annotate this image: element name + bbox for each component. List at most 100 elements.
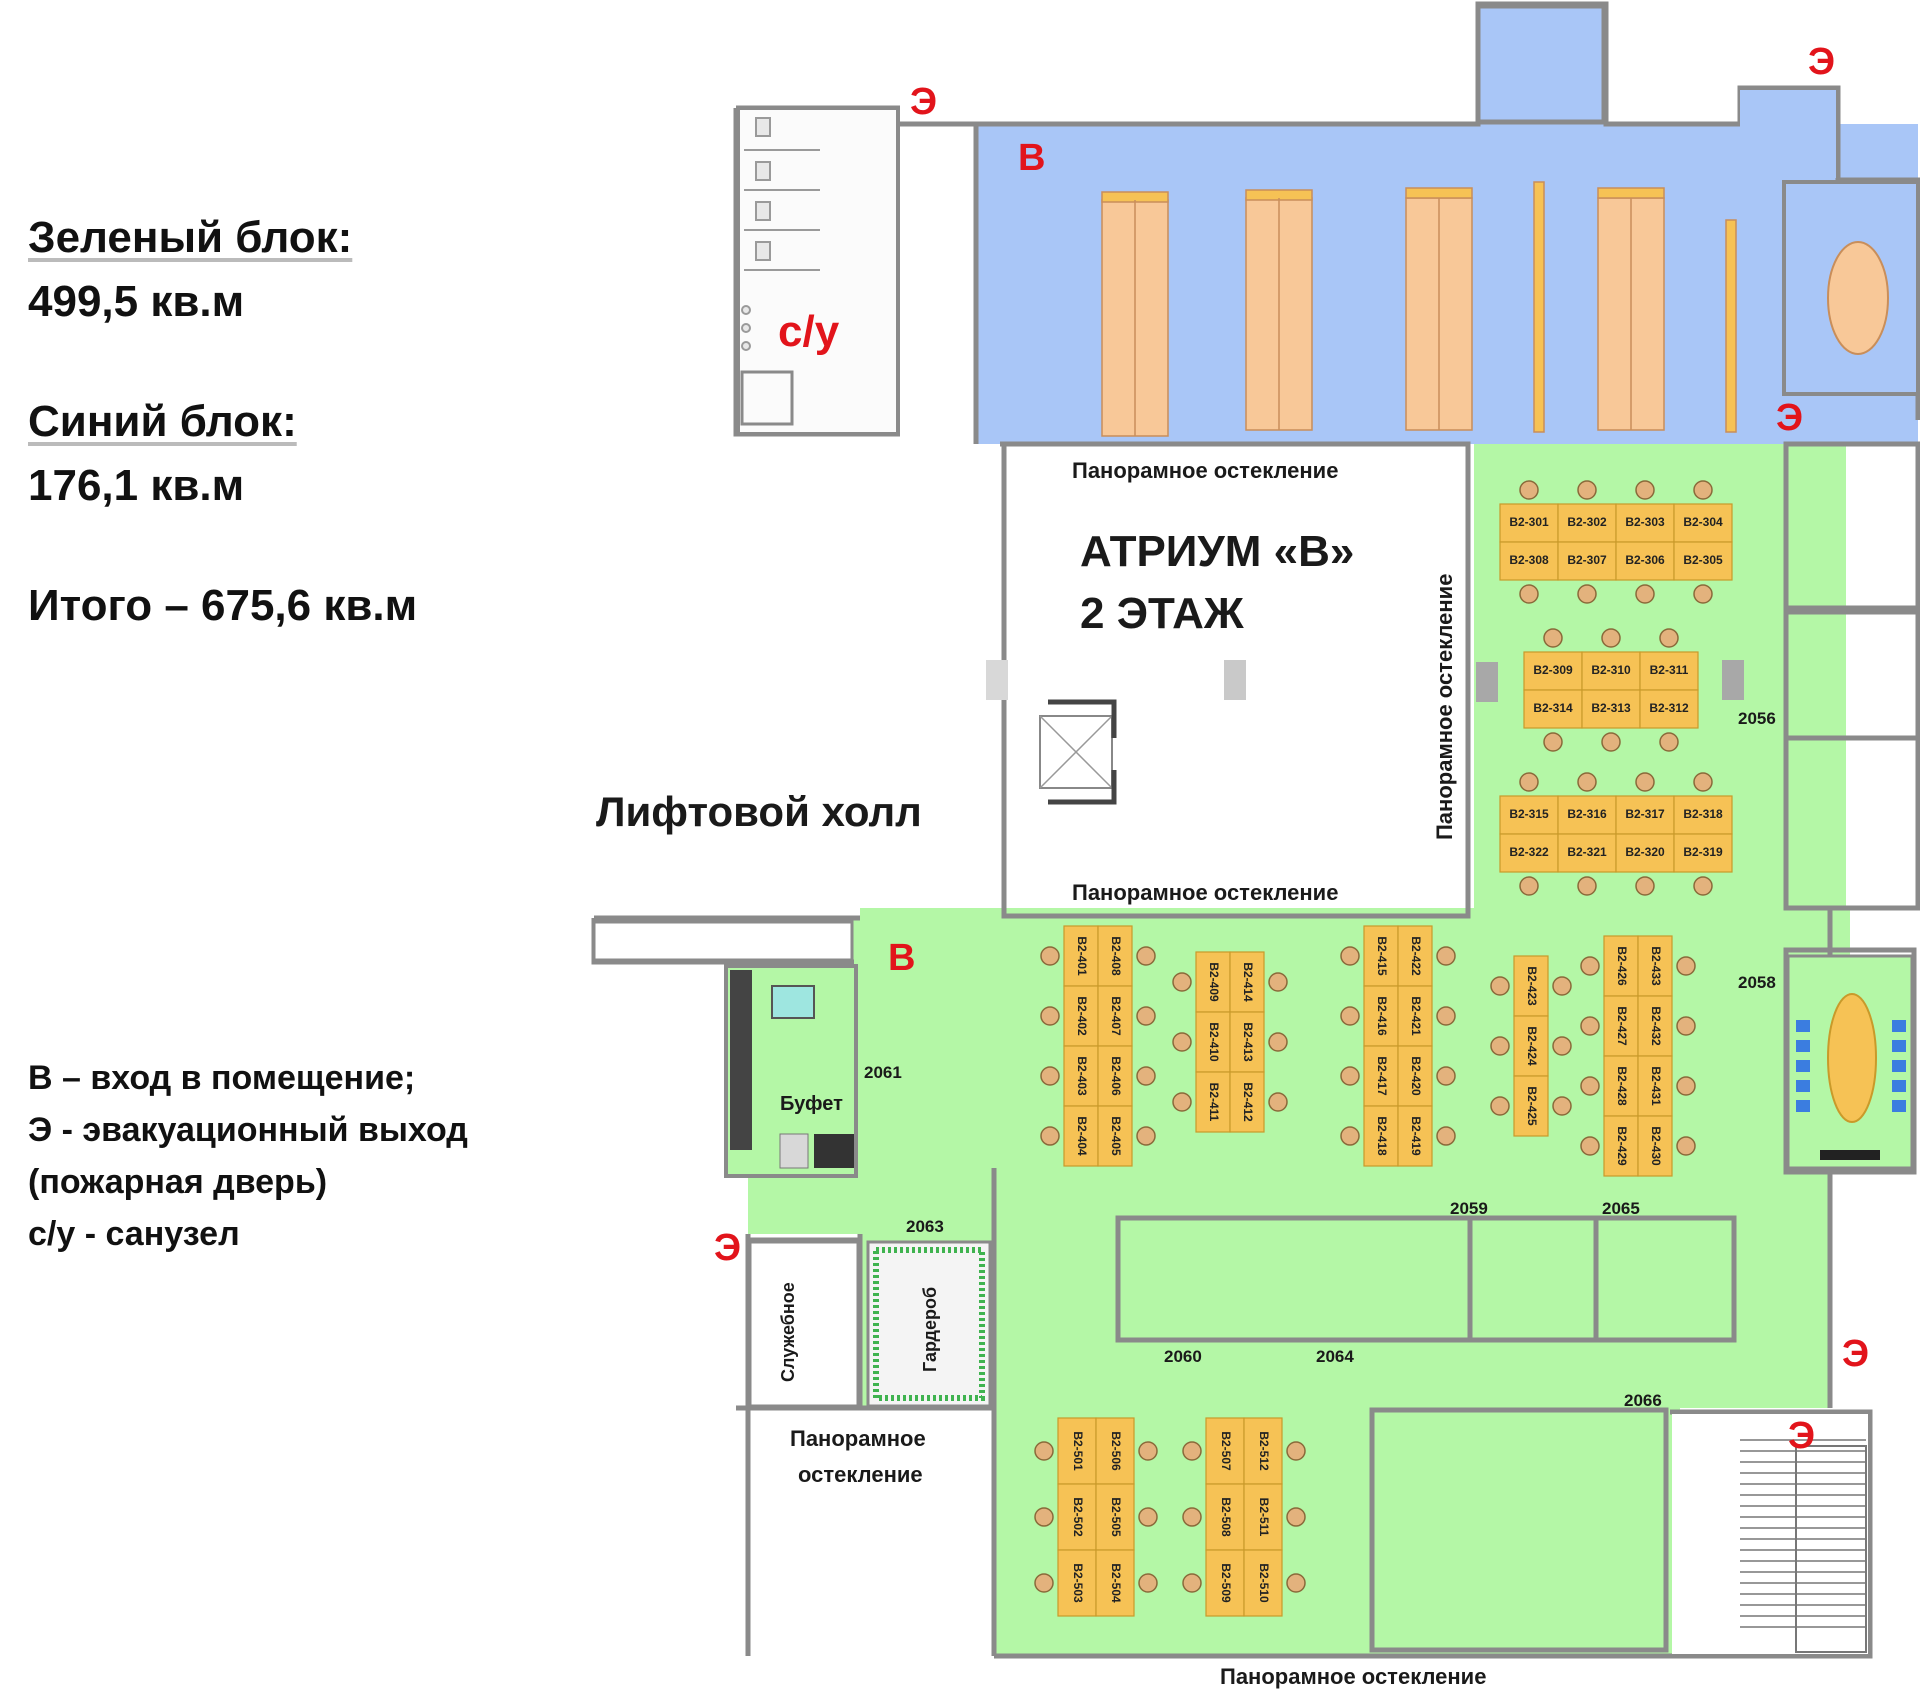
chair — [1693, 772, 1713, 792]
chair — [1040, 1006, 1060, 1026]
desk — [1195, 1011, 1231, 1073]
chair — [1580, 1076, 1600, 1096]
service-room — [748, 1240, 860, 1408]
wardrobe-label: Гардероб — [920, 1287, 940, 1372]
desk — [1097, 1045, 1133, 1107]
chair — [1659, 732, 1679, 752]
desk — [1513, 955, 1549, 1017]
desk-label: B2-318 — [1683, 807, 1723, 821]
wc-room — [736, 106, 900, 436]
chairs-layer — [1034, 480, 1713, 1593]
desk-label: B2-319 — [1683, 845, 1723, 859]
desk-label: B2-301 — [1509, 515, 1549, 529]
chair — [1340, 946, 1360, 966]
chair — [1138, 1507, 1158, 1527]
desk — [1673, 833, 1733, 873]
chair — [1577, 584, 1597, 604]
desk — [1057, 1549, 1097, 1617]
room-2056: 2056 — [1738, 709, 1776, 728]
chair — [1286, 1573, 1306, 1593]
desk-label: B2-427 — [1615, 1006, 1629, 1046]
desk-label: B2-401 — [1075, 936, 1089, 976]
meeting-room-blue — [1782, 180, 1920, 396]
desk — [1637, 1055, 1673, 1117]
desk-label: B2-503 — [1071, 1563, 1085, 1603]
desk — [1397, 985, 1433, 1047]
chair — [1543, 732, 1563, 752]
desk — [1063, 925, 1099, 987]
symbol-notes: В – вход в помещение; Э - эвакуационный … — [28, 1052, 588, 1260]
desk-label: B2-316 — [1567, 807, 1607, 821]
chair — [1040, 1126, 1060, 1146]
desk-label: B2-413 — [1241, 1022, 1255, 1062]
desk — [1499, 833, 1559, 873]
chair — [1436, 1006, 1456, 1026]
chair — [1693, 876, 1713, 896]
desk — [1243, 1483, 1283, 1551]
entrance-marker-top: В — [1018, 137, 1045, 179]
meeting-room-2058 — [1786, 954, 1914, 1170]
desk — [1557, 541, 1617, 581]
exit-marker: Э — [1776, 397, 1803, 439]
desk — [1603, 1055, 1639, 1117]
elevator-shaft — [1039, 699, 1117, 805]
desk — [1363, 985, 1399, 1047]
desk — [1615, 541, 1675, 581]
desk-label: B2-506 — [1109, 1431, 1123, 1471]
desk — [1513, 1015, 1549, 1077]
blue-block-label: Синий блок: — [28, 397, 297, 446]
desk-label: B2-414 — [1241, 962, 1255, 1002]
atrium-floor: 2 ЭТАЖ — [1080, 589, 1244, 638]
desk — [1637, 1115, 1673, 1177]
green-block-area: 499,5 кв.м — [28, 277, 245, 326]
buffet-room — [724, 964, 858, 1178]
desk-label: B2-418 — [1375, 1116, 1389, 1156]
glazing-bottom: Панорамное остекление — [1220, 1664, 1486, 1689]
desk-label: B2-320 — [1625, 845, 1665, 859]
desk — [1581, 689, 1641, 729]
chair — [1580, 1136, 1600, 1156]
desk-label: B2-416 — [1375, 996, 1389, 1036]
desk-label: B2-322 — [1509, 845, 1549, 859]
chair — [1577, 772, 1597, 792]
chair — [1034, 1507, 1054, 1527]
chair — [1436, 1066, 1456, 1086]
chair — [1182, 1573, 1202, 1593]
room-2066: 2066 — [1624, 1391, 1662, 1410]
desk — [1637, 935, 1673, 997]
desk-label: B2-305 — [1683, 553, 1723, 567]
desk-label: B2-426 — [1615, 946, 1629, 986]
desk — [1523, 689, 1583, 729]
desk — [1243, 1549, 1283, 1617]
chair — [1580, 1016, 1600, 1036]
chair — [1040, 946, 1060, 966]
room-2060: 2060 — [1164, 1347, 1202, 1366]
desk-label: B2-428 — [1615, 1066, 1629, 1106]
desk — [1639, 689, 1699, 729]
chair — [1676, 1136, 1696, 1156]
room-2058: 2058 — [1738, 973, 1776, 992]
desk-label: B2-424 — [1525, 1026, 1539, 1066]
desk-label: B2-417 — [1375, 1056, 1389, 1096]
desk — [1195, 1071, 1231, 1133]
chair — [1580, 956, 1600, 976]
chair — [1286, 1507, 1306, 1527]
desk — [1523, 651, 1583, 691]
chair — [1676, 1076, 1696, 1096]
chair — [1286, 1441, 1306, 1461]
top-right-corridor — [1740, 90, 1836, 178]
desk-label: B2-505 — [1109, 1497, 1123, 1537]
desk-label: B2-308 — [1509, 553, 1549, 567]
chair — [1172, 1032, 1192, 1052]
desk — [1637, 995, 1673, 1057]
exit-marker: Э — [1808, 41, 1835, 83]
room-2065: 2065 — [1602, 1199, 1640, 1218]
desk-label: B2-307 — [1567, 553, 1607, 567]
chair — [1436, 1126, 1456, 1146]
exit-marker: Э — [1788, 1415, 1815, 1457]
desk-label: B2-309 — [1533, 663, 1573, 677]
chair — [1635, 876, 1655, 896]
desk — [1499, 503, 1559, 543]
desk — [1097, 985, 1133, 1047]
